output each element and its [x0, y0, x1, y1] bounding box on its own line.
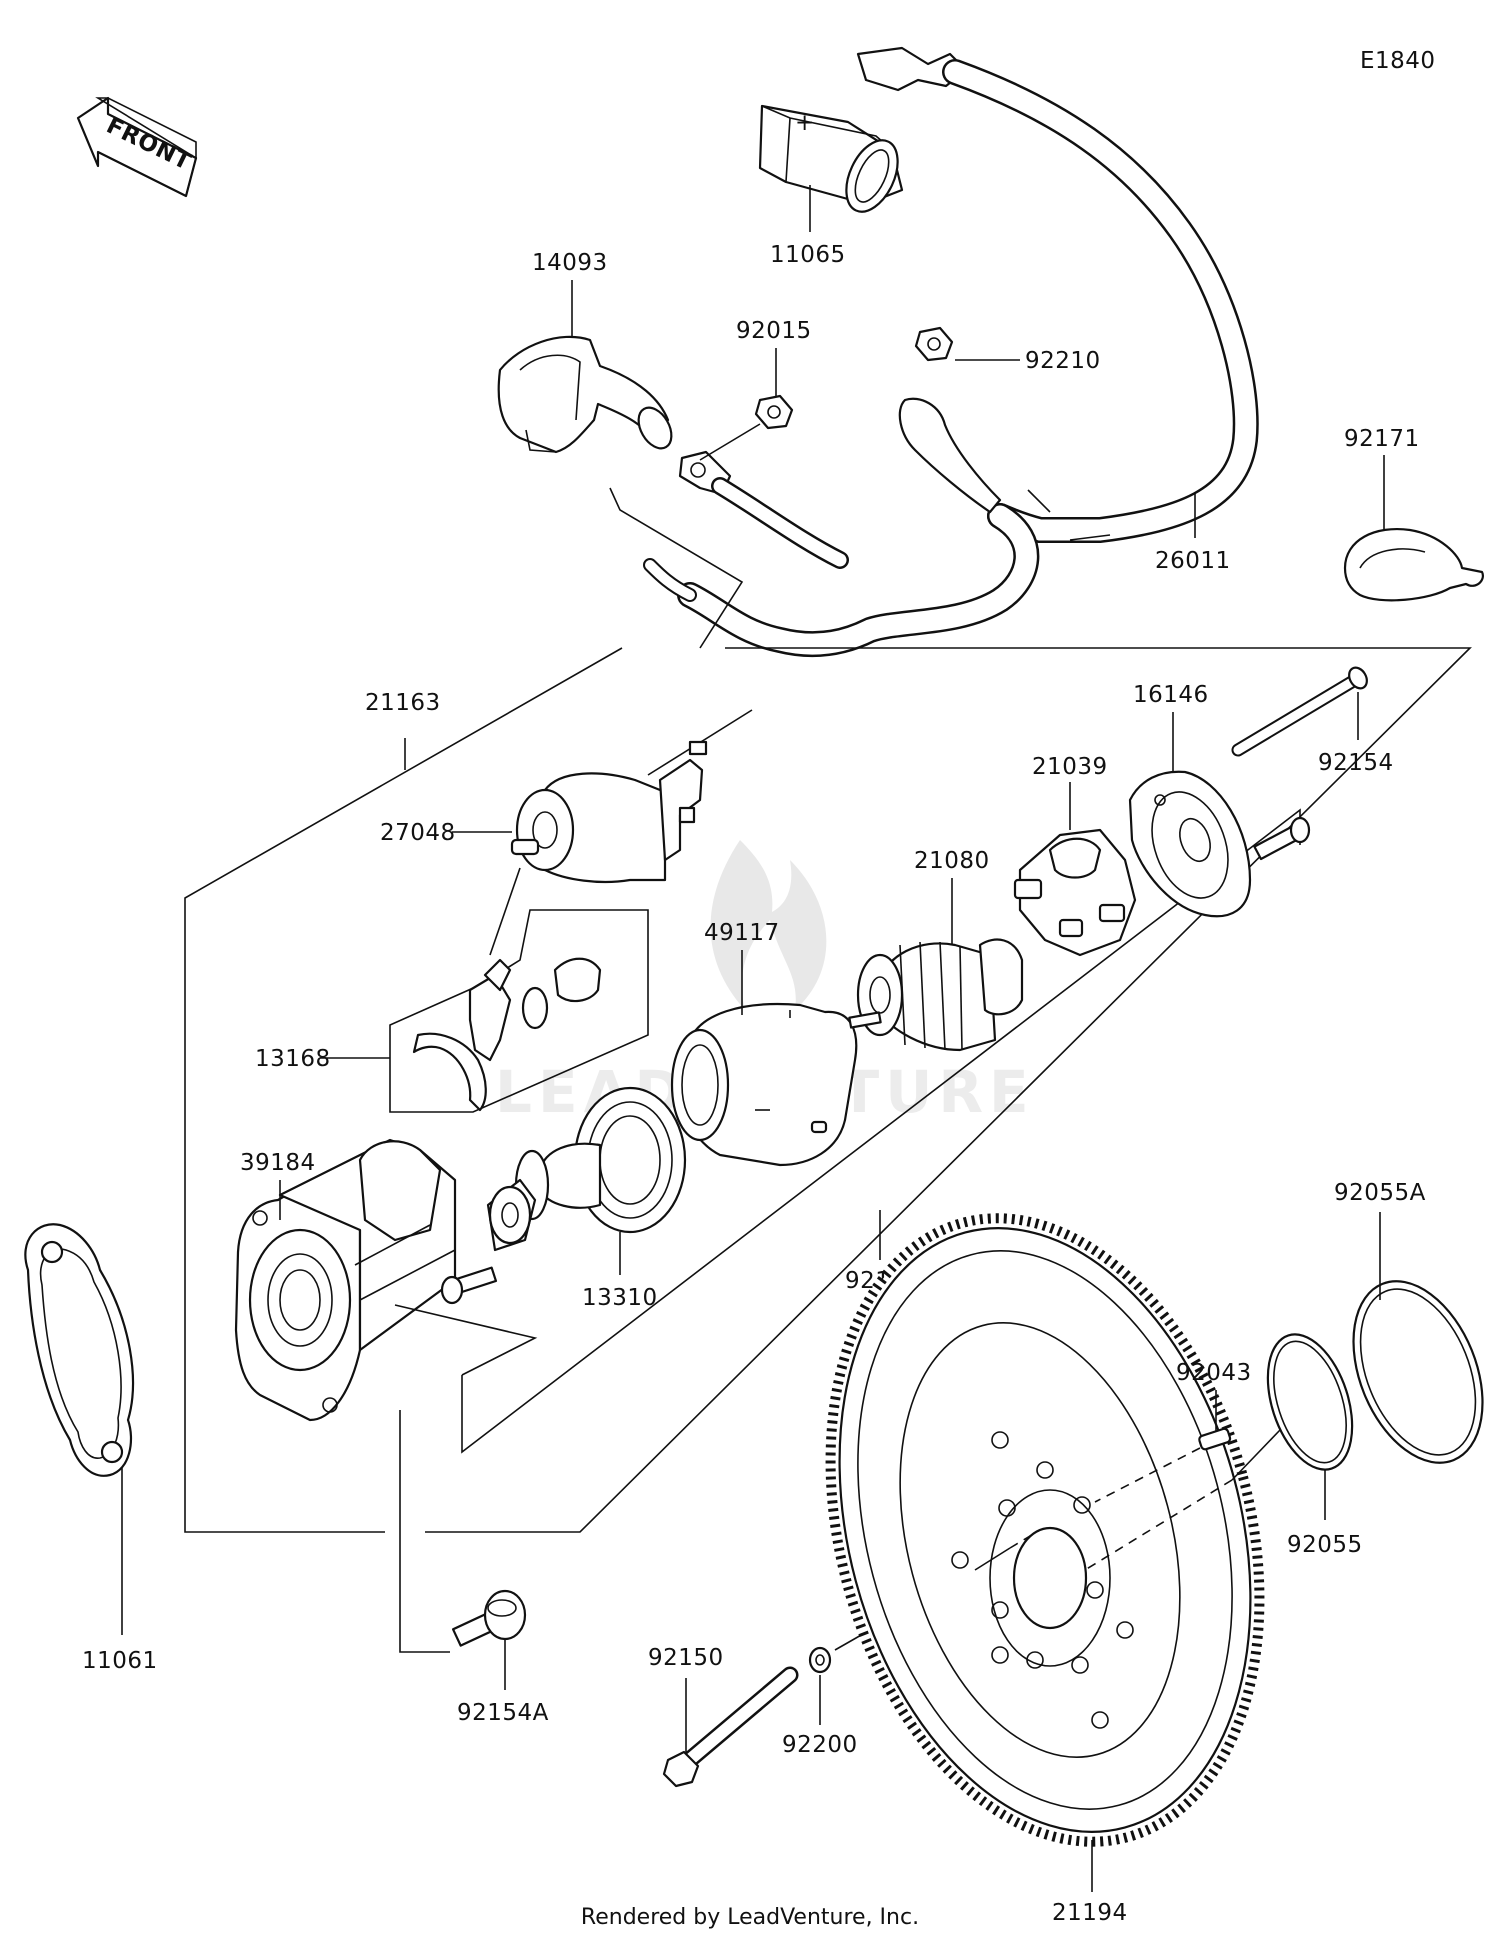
part-label-21194: 21194 — [1052, 1900, 1128, 1926]
part-label-92015: 92015 — [736, 318, 812, 344]
clip-92171 — [1343, 527, 1484, 602]
part-label-92154A: 92154A — [457, 1700, 549, 1726]
yoke-49117 — [670, 1003, 858, 1167]
o-ring-92055A — [1352, 1280, 1484, 1464]
ring-gear-21194 — [825, 1213, 1265, 1847]
bolt-92172-upper — [1253, 816, 1311, 861]
battery-cable-26011 — [643, 46, 1259, 658]
gasket-11061 — [24, 1223, 134, 1477]
terminal-cover-11065: + — [758, 104, 904, 213]
part-label-26011: 26011 — [1155, 548, 1231, 574]
part-label-16146: 16146 — [1133, 682, 1209, 708]
part-label-39184: 39184 — [240, 1150, 316, 1176]
dowel-pin-92043 — [1198, 1427, 1232, 1451]
part-label-13310: 13310 — [582, 1285, 658, 1311]
lever-kit-13168 — [412, 957, 602, 1112]
part-label-21039: 21039 — [1032, 754, 1108, 780]
part-label-21163: 21163 — [365, 690, 441, 716]
part-label-92200: 92200 — [782, 1732, 858, 1758]
part-label-92171: 92171 — [1344, 426, 1420, 452]
part-label-92055: 92055 — [1287, 1532, 1363, 1558]
nut-92015 — [754, 394, 794, 430]
front-housing-39184 — [234, 1138, 457, 1422]
part-label-13168: 13168 — [255, 1046, 331, 1072]
front-arrow-icon: FRONT — [76, 96, 198, 198]
footer-credit: Rendered by LeadVenture, Inc. — [580, 1905, 920, 1930]
terminal-cap-14093 — [497, 335, 673, 454]
part-label-11065: 11065 — [770, 242, 846, 268]
bolt-92154A — [451, 1589, 527, 1647]
diagram-id: E1840 — [1360, 48, 1436, 74]
part-label-11061: 11061 — [82, 1648, 158, 1674]
part-label-92210: 92210 — [1025, 348, 1101, 374]
part-label-14093: 14093 — [532, 250, 608, 276]
armature-21080 — [848, 938, 1024, 1052]
part-label-92043: 92043 — [1176, 1360, 1252, 1386]
bolt-92172-lower — [440, 1266, 498, 1305]
bolt-92150 — [662, 1666, 799, 1788]
through-bolt-92154 — [1231, 666, 1368, 757]
part-label-92154: 92154 — [1318, 750, 1394, 776]
part-label-92055A: 92055A — [1334, 1180, 1426, 1206]
pinion-clutch-13310 — [486, 1086, 687, 1252]
part-label-49117: 49117 — [704, 920, 780, 946]
solenoid-27048 — [510, 740, 708, 884]
assembly-outline-21163 — [184, 647, 1472, 1533]
nut-92210 — [914, 326, 954, 362]
part-label-92150: 92150 — [648, 1645, 724, 1671]
end-cover-16146 — [1128, 770, 1252, 918]
washer-92200 — [808, 1646, 832, 1674]
terminal-plus-mark: + — [795, 110, 815, 136]
part-label-21080: 21080 — [914, 848, 990, 874]
o-ring-92055 — [1266, 1333, 1354, 1471]
brush-holder-21039 — [1013, 828, 1137, 957]
part-label-27048: 27048 — [380, 820, 456, 846]
